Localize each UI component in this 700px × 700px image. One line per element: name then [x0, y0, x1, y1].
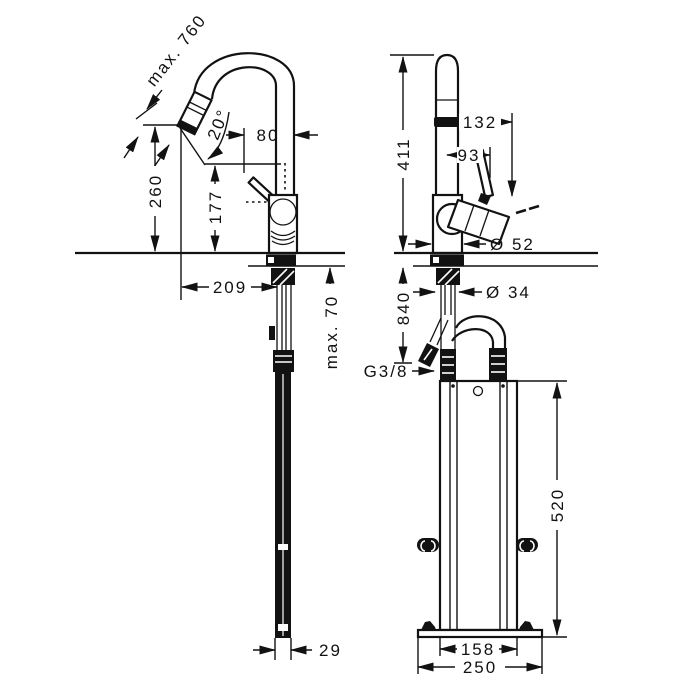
handle-swivel-dashes: [515, 204, 540, 215]
dim-158-label: 158: [461, 640, 495, 659]
dim-dia52: Ø 52: [408, 235, 535, 254]
dim-520: 520: [517, 380, 567, 638]
foot-right: [519, 621, 534, 630]
spout-side: [434, 53, 460, 195]
dim-132-label: 132: [463, 113, 497, 132]
mounting-shank-front: [266, 254, 296, 350]
dim-g38: G3/8: [364, 362, 435, 381]
spray-tip: [177, 119, 198, 135]
installation-box: [417, 379, 538, 632]
dim-250: 250: [417, 637, 543, 677]
dim-max-70: max. 70: [322, 267, 341, 369]
dim-dia34-label: Ø 34: [486, 283, 531, 302]
dim-dia34: Ø 34: [413, 283, 531, 302]
faucet-body-side: [431, 193, 511, 255]
dim-dia52-label: Ø 52: [490, 235, 535, 254]
dim-93-label: 93: [458, 146, 481, 165]
dim-80-label: 80: [257, 126, 280, 145]
dim-132: 132: [446, 113, 517, 197]
dim-260: 260: [143, 124, 182, 252]
dim-93: 93: [446, 146, 491, 178]
dim-20deg-label: 20°: [204, 106, 233, 143]
mounting-hole: [472, 385, 484, 397]
dim-209: 209: [180, 128, 278, 300]
dim-g38-label: G3/8: [364, 362, 409, 381]
foot-left: [421, 621, 436, 630]
dim-250-label: 250: [463, 658, 497, 677]
dim-29: 29: [253, 638, 342, 660]
side-clip-right: [516, 538, 538, 552]
spout: [176, 52, 296, 195]
dim-max-760: max. 760: [123, 11, 210, 168]
supply-hoses: [418, 315, 507, 381]
side-clip-left: [417, 538, 439, 552]
dim-80: 80: [226, 126, 318, 173]
dim-840: 840: [394, 267, 413, 364]
spray-head: [176, 90, 213, 136]
side-view: 411 132 93 Ø 52 Ø 34 840: [364, 53, 598, 677]
mounting-shank-side: [430, 254, 464, 350]
dim-520-label: 520: [548, 488, 567, 522]
dim-177-label: 177: [206, 190, 225, 224]
dim-411-label: 411: [394, 137, 413, 170]
dim-840-label: 840: [394, 291, 413, 325]
front-view: max. 760 20° 260 177 80: [75, 11, 345, 660]
dim-260-label: 260: [146, 174, 165, 208]
dim-411: 411: [390, 54, 434, 252]
faucet-body-front: [246, 163, 299, 255]
dim-20deg: 20°: [179, 106, 233, 166]
handle-side: [474, 149, 540, 215]
pullout-hose-front: [273, 350, 294, 638]
dim-177: 177: [205, 163, 281, 252]
dim-max-70-label: max. 70: [322, 295, 341, 369]
dim-209-label: 209: [213, 278, 247, 297]
base-plate: [416, 621, 544, 639]
dim-158: 158: [439, 637, 518, 659]
dim-29-label: 29: [319, 641, 342, 660]
